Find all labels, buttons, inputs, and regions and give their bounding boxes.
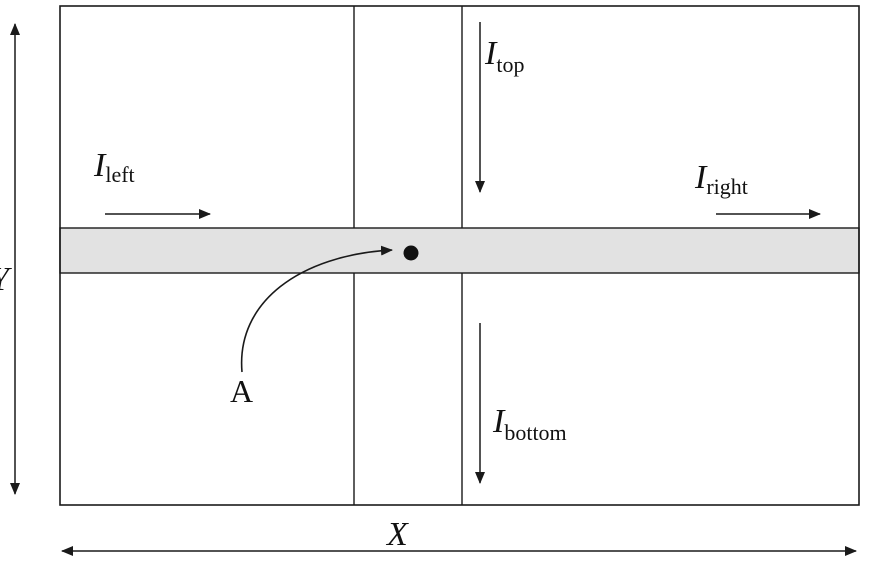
- label-x-dimension: X: [385, 516, 409, 553]
- point-dot: [403, 245, 419, 261]
- label-point-a: A: [230, 373, 253, 409]
- outer-rectangle: [59, 5, 860, 506]
- horizontal-strip: [59, 227, 860, 274]
- label-y-dimension: Y: [0, 261, 12, 298]
- label-i-bottom: Ibottom: [492, 403, 567, 445]
- label-i-right: Iright: [694, 159, 748, 199]
- label-i-top: Itop: [484, 35, 524, 77]
- curved-arrow-a: [240, 245, 393, 373]
- label-i-left: Ileft: [93, 147, 135, 187]
